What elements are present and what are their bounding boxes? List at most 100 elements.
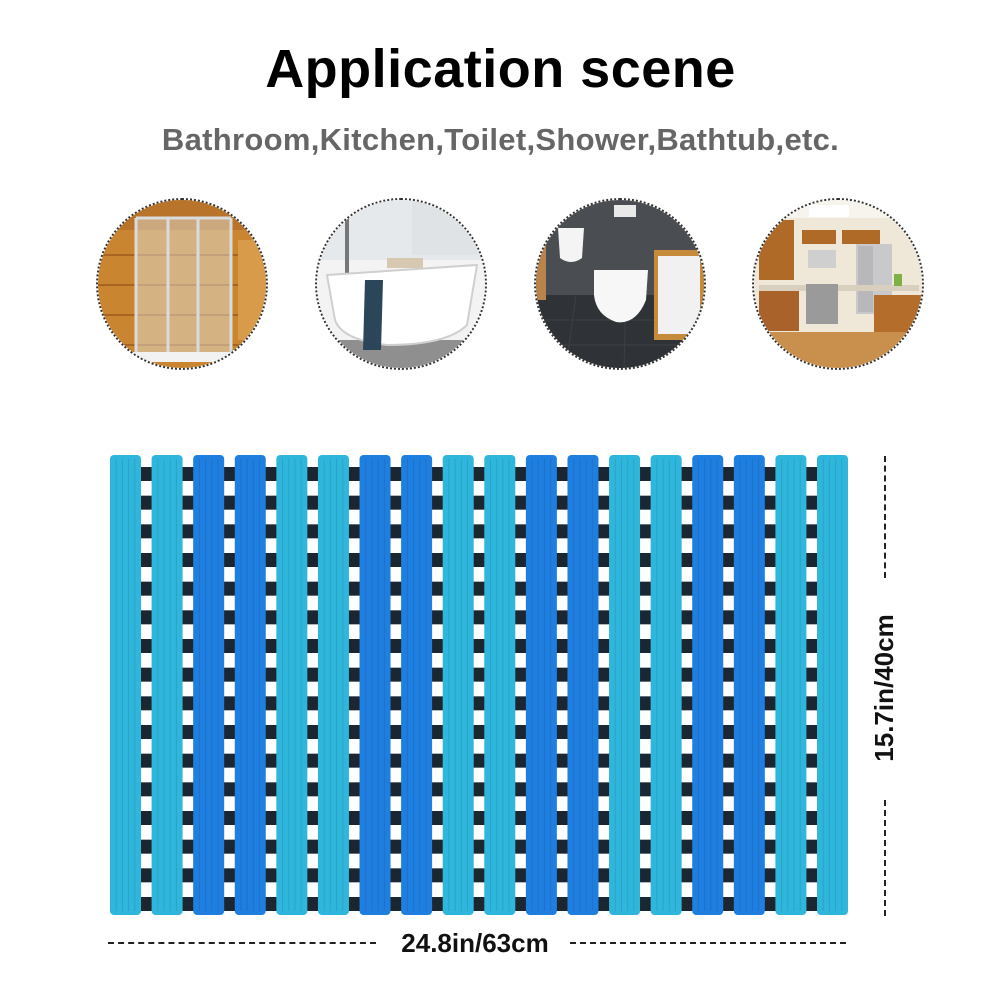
mat-connector — [471, 639, 487, 653]
mat-connector — [596, 581, 612, 596]
mat-connector — [638, 839, 653, 854]
mat-connector — [430, 753, 445, 768]
mat-connector — [679, 610, 695, 625]
mat-connector — [471, 725, 487, 739]
mat-connector — [804, 495, 819, 510]
mat-connector — [638, 610, 653, 625]
mat-connector — [139, 495, 154, 510]
mat-connector — [139, 553, 154, 567]
mat-connector — [804, 610, 819, 625]
mat-connector — [471, 868, 487, 883]
mat-connector — [388, 667, 404, 682]
mat-connector — [554, 610, 570, 625]
height-dimension-line-bottom — [884, 800, 886, 916]
mat-connector — [305, 524, 320, 539]
mat-connector — [388, 581, 404, 596]
mat-connector — [430, 782, 445, 797]
mat-connector — [430, 667, 445, 682]
mat-connector — [513, 868, 528, 883]
mat-connector — [679, 753, 695, 768]
mat-connector — [721, 897, 736, 911]
mat-connector — [139, 639, 154, 653]
mat-connector — [346, 753, 362, 768]
mat-connector — [346, 839, 362, 854]
mat-connector — [638, 467, 653, 481]
mat-connector — [388, 897, 404, 911]
mat-connector — [721, 524, 736, 539]
mat-connector — [513, 753, 528, 768]
mat-connector — [471, 696, 487, 711]
mat-connector — [804, 639, 819, 653]
mat-connector — [305, 610, 320, 625]
mat-connector — [721, 839, 736, 854]
mat-connector — [180, 581, 196, 596]
mat-connector — [762, 467, 778, 481]
mat-connector — [554, 553, 570, 567]
mat-connector — [346, 696, 362, 711]
mat-connector — [721, 553, 736, 567]
mat-connector — [388, 553, 404, 567]
mat-connector — [139, 725, 154, 739]
mat-connector — [430, 696, 445, 711]
mat-connector — [596, 524, 612, 539]
mat-slat — [151, 455, 183, 915]
mat-connector — [638, 725, 653, 739]
mat-connector — [596, 639, 612, 653]
mat-connector — [679, 696, 695, 711]
mat-connector — [222, 782, 237, 797]
mat-connector — [679, 725, 695, 739]
mat-connector — [180, 639, 196, 653]
mat-connector — [263, 639, 279, 653]
mat-connector — [513, 581, 528, 596]
mat-slat — [775, 455, 807, 915]
mat-connector — [596, 868, 612, 883]
mat-connector — [471, 495, 487, 510]
mat-connector — [638, 495, 653, 510]
mat-connector — [263, 524, 279, 539]
mat-connector — [513, 667, 528, 682]
mat-connector — [513, 839, 528, 854]
mat-connector — [305, 667, 320, 682]
mat-connector — [305, 725, 320, 739]
mat-connector — [804, 696, 819, 711]
width-dimension-label: 24.8in/63cm — [401, 928, 549, 958]
mat-connector — [513, 495, 528, 510]
mat-connector — [263, 553, 279, 567]
mat-connector — [222, 725, 237, 739]
mat-connector — [222, 524, 237, 539]
mat-connector — [596, 467, 612, 481]
mat-connector — [139, 868, 154, 883]
mat-connector — [263, 839, 279, 854]
mat-connector — [638, 753, 653, 768]
mat-connector — [222, 610, 237, 625]
mat-connector — [513, 782, 528, 797]
mat-slat — [276, 455, 308, 915]
mat-connector — [679, 667, 695, 682]
mat-connector — [721, 811, 736, 825]
mat-connector — [513, 897, 528, 911]
mat-connector — [305, 696, 320, 711]
mat-connector — [679, 868, 695, 883]
mat-connector — [679, 495, 695, 510]
mat-connector — [762, 581, 778, 596]
mat-slat — [401, 455, 433, 915]
mat-connector — [471, 524, 487, 539]
page-subtitle: Bathroom,Kitchen,Toilet,Shower,Bathtub,e… — [161, 122, 840, 157]
mat-connector — [222, 553, 237, 567]
mat-connector — [222, 495, 237, 510]
mat-connector — [721, 495, 736, 510]
mat-connector — [596, 839, 612, 854]
mat-connector — [180, 868, 196, 883]
mat-connector — [180, 667, 196, 682]
mat-connector — [804, 868, 819, 883]
mat-connector — [263, 667, 279, 682]
mat-connector — [471, 667, 487, 682]
mat-connector — [305, 839, 320, 854]
mat-connector — [762, 753, 778, 768]
mat-connector — [180, 696, 196, 711]
mat-connector — [180, 753, 196, 768]
kitchen-scene-image — [752, 198, 924, 370]
mat-connector — [263, 782, 279, 797]
mat-connector — [263, 897, 279, 911]
mat-connector — [762, 696, 778, 711]
